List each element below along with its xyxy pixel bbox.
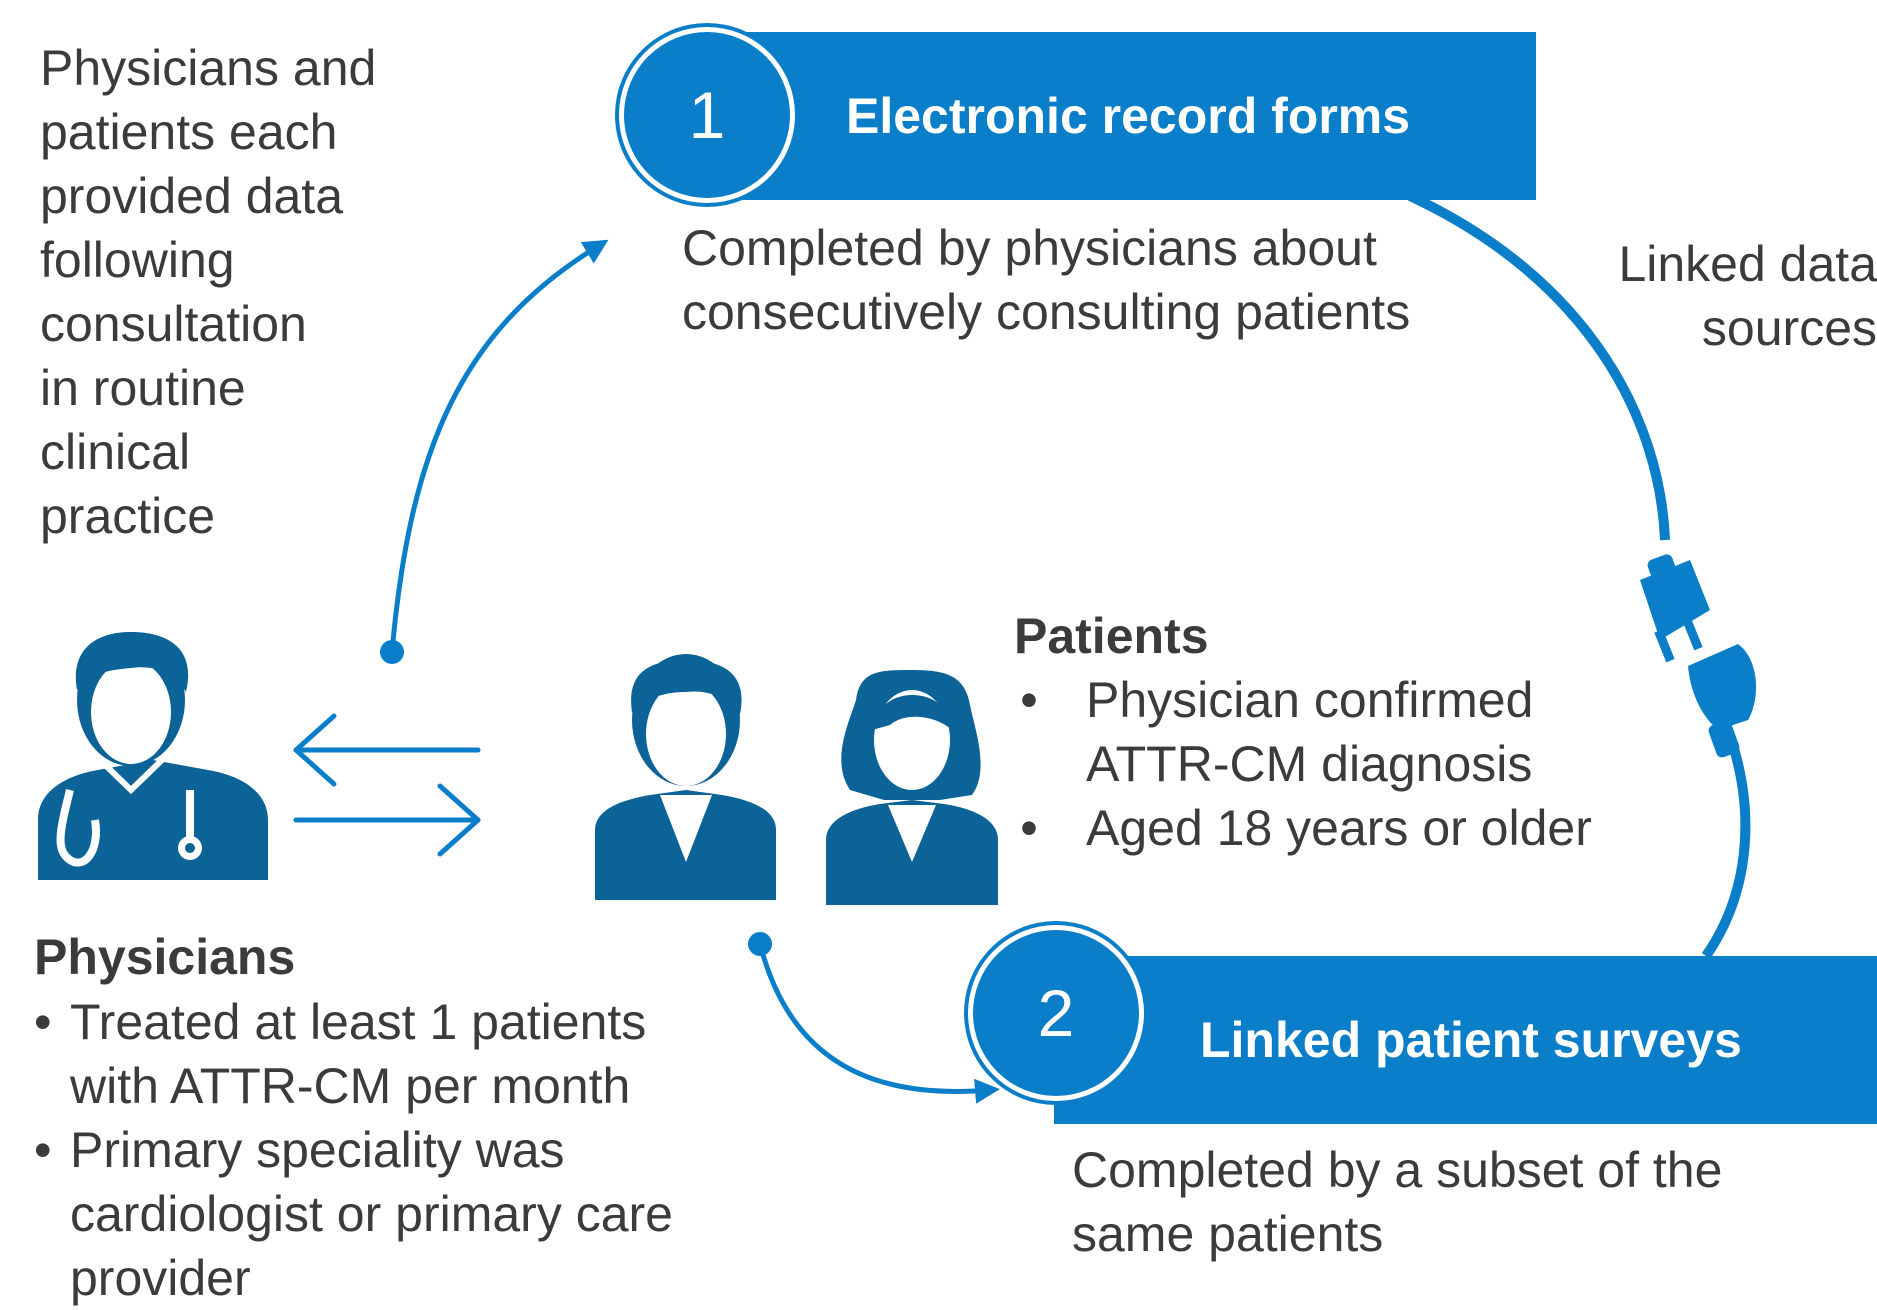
exchange-arrows-icon [293,713,481,857]
arrow-to-record-forms [389,239,609,653]
step1-description-line: consecutively consulting patients [682,284,1411,340]
step2-banner: Linked patient surveys [1054,956,1877,1124]
physicians-item-line: cardiologist or primary care [70,1186,673,1242]
intro-line: in routine [40,360,246,416]
male-patient-icon [595,654,776,900]
step1-number-badge: 1 [619,27,795,203]
physicians-heading: Physicians [34,929,296,985]
physicians-item-line: Primary speciality was [70,1122,565,1178]
arrow-start-dot-2 [748,932,772,956]
bullet: • [1020,800,1038,856]
physicians-item-line: Treated at least 1 patients [70,994,647,1050]
intro-line: provided data [40,168,344,224]
cycle-arc-lower [1701,728,1751,959]
cycle-arc-upper [1407,191,1670,541]
intro-text: Physicians and patients each provided da… [40,36,460,548]
step1-description: Completed by physicians about consecutiv… [682,216,1502,344]
step1-description-line: Completed by physicians about [682,220,1377,276]
patients-item-line: Aged 18 years or older [1086,800,1592,856]
step1-title: Electronic record forms [846,88,1411,144]
intro-line: patients each [40,104,338,160]
linked-data-sources-label: Linked data sources [1600,232,1877,360]
step2-title: Linked patient surveys [1200,1012,1742,1068]
list-item: • Treated at least 1 patients with ATTR-… [34,990,734,1118]
intro-line: clinical [40,424,191,480]
bullet: • [34,994,52,1050]
arrow-start-dot [380,640,404,664]
plug-icon [1640,554,1757,758]
physicians-item-line: provider [70,1250,251,1306]
arrow-to-patient-surveys [757,943,1000,1104]
intro-line: following [40,232,235,288]
step2-description-line: same patients [1072,1206,1384,1262]
doctor-icon [38,632,268,880]
step2-number-badge: 2 [968,925,1144,1101]
bullet: • [1020,672,1038,728]
patients-criteria-list: • Physician confirmed ATTR-CM diagnosis … [1014,668,1714,860]
female-patient-icon [826,670,998,905]
bullet: • [34,1122,52,1178]
patients-heading: Patients [1014,608,1209,664]
list-item: • Aged 18 years or older [1014,796,1714,860]
linked-label-line: Linked data [1618,236,1877,292]
patients-item-line: ATTR-CM diagnosis [1086,736,1533,792]
intro-line: consultation [40,296,307,352]
physicians-criteria-list: • Treated at least 1 patients with ATTR-… [34,990,734,1310]
intro-line: practice [40,488,216,544]
patients-item-line: Physician confirmed [1086,672,1534,728]
list-item: • Physician confirmed ATTR-CM diagnosis [1014,668,1714,796]
step1-banner: Electronic record forms [736,32,1536,200]
step2-description: Completed by a subset of the same patien… [1072,1138,1832,1266]
physicians-item-line: with ATTR-CM per month [70,1058,631,1114]
intro-line: Physicians and [40,40,377,96]
step2-description-line: Completed by a subset of the [1072,1142,1723,1198]
linked-label-line: sources [1701,300,1877,356]
list-item: • Primary speciality was cardiologist or… [34,1118,734,1310]
